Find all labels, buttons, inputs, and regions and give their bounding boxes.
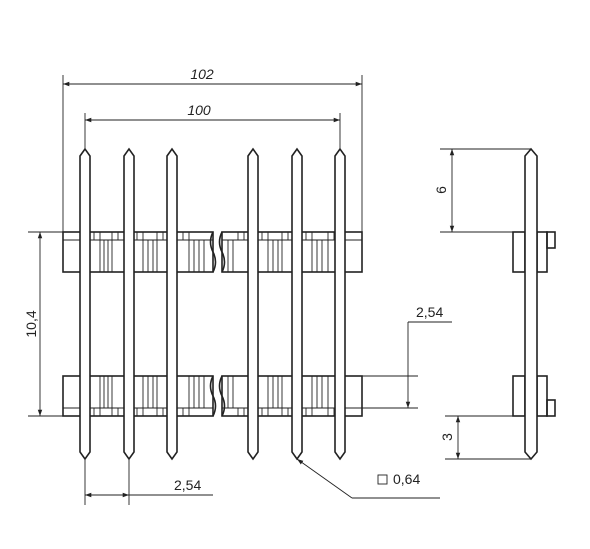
pins-front bbox=[79, 147, 346, 461]
dim-pin-section: 0,64 bbox=[296, 458, 440, 499]
dim-pin-pitch: 2,54 bbox=[84, 459, 213, 505]
dim-bottom-length-label: 3 bbox=[439, 433, 455, 441]
break-marks bbox=[209, 231, 226, 417]
dim-pin-section-label: 0,64 bbox=[393, 471, 420, 487]
dim-height-label: 10,4 bbox=[23, 310, 39, 337]
dim-overall-length-label: 102 bbox=[190, 66, 214, 82]
dim-pin-span: 100 bbox=[84, 102, 341, 149]
dim-row-pitch: 2,54 bbox=[362, 304, 452, 409]
dim-top-length-label: 6 bbox=[433, 186, 449, 194]
dim-height: 10,4 bbox=[23, 231, 63, 417]
dim-top-length: 6 bbox=[433, 148, 531, 233]
dim-pin-pitch-label: 2,54 bbox=[174, 477, 201, 493]
side-view bbox=[512, 147, 556, 461]
dim-row-pitch-label: 2,54 bbox=[416, 304, 443, 320]
dim-pin-span-label: 100 bbox=[187, 102, 211, 118]
dim-bottom-length: 3 bbox=[439, 415, 531, 460]
dim-overall-length: 102 bbox=[62, 66, 363, 232]
square-section-icon bbox=[377, 474, 388, 485]
